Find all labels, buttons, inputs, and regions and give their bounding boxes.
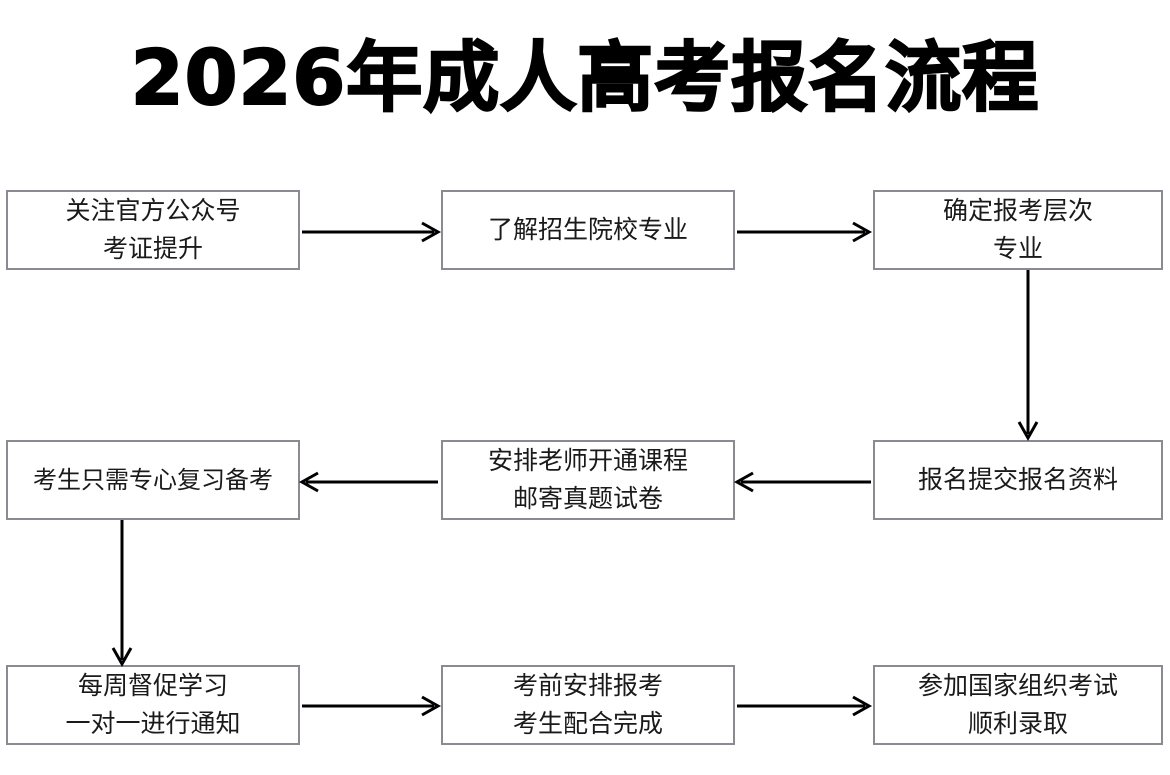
flow-node-n8-line2: 考生配合完成 [512,709,663,738]
page-title: 2026年成人高考报名流程 [130,32,1040,123]
flow-node-n8[interactable]: 考前安排报考 考生配合完成 [441,665,735,745]
flow-node-n3-line1: 确定报考层次 [942,196,1093,225]
flow-node-n9[interactable]: 参加国家组织考试 顺利录取 [873,665,1163,745]
flow-node-n1[interactable]: 关注官方公众号 考证提升 [6,190,300,270]
flow-node-n4-line1: 考生只需专心复习备考 [33,466,273,494]
flow-node-n3-line2: 专业 [992,234,1043,263]
flow-node-n1-line1: 关注官方公众号 [65,196,241,225]
flow-node-n2[interactable]: 了解招生院校专业 [441,190,735,270]
flow-arrow-n8-n9 [737,692,875,720]
flow-arrow-n7-n8 [302,692,442,720]
flow-node-n4[interactable]: 考生只需专心复习备考 [6,440,300,520]
flow-node-n6[interactable]: 报名提交报名资料 [873,440,1163,520]
flow-arrow-n4-n7 [108,520,136,668]
flow-node-n5[interactable]: 安排老师开通课程 邮寄真题试卷 [441,440,735,520]
flow-node-n5-line1: 安排老师开通课程 [487,446,688,475]
flow-node-n1-line2: 考证提升 [102,234,203,263]
flow-arrow-n2-n3 [737,218,875,246]
flow-node-n7[interactable]: 每周督促学习 一对一进行通知 [6,665,300,745]
flow-arrow-n5-n4 [298,468,440,496]
flow-node-n7-line1: 每周督促学习 [77,671,228,700]
flow-arrow-n1-n2 [302,218,442,246]
flow-arrow-n3-n6 [1014,270,1042,442]
flow-node-n6-line1: 报名提交报名资料 [917,465,1118,494]
flow-node-n5-line2: 邮寄真题试卷 [512,484,663,513]
flow-node-n8-line1: 考前安排报考 [512,671,663,700]
flow-node-n9-line1: 参加国家组织考试 [917,671,1118,700]
flow-node-n9-line2: 顺利录取 [967,709,1068,738]
flow-arrow-n6-n5 [733,468,873,496]
flow-node-n2-line1: 了解招生院校专业 [487,215,688,244]
flow-node-n7-line2: 一对一进行通知 [65,709,241,738]
flow-node-n3[interactable]: 确定报考层次 专业 [873,190,1163,270]
